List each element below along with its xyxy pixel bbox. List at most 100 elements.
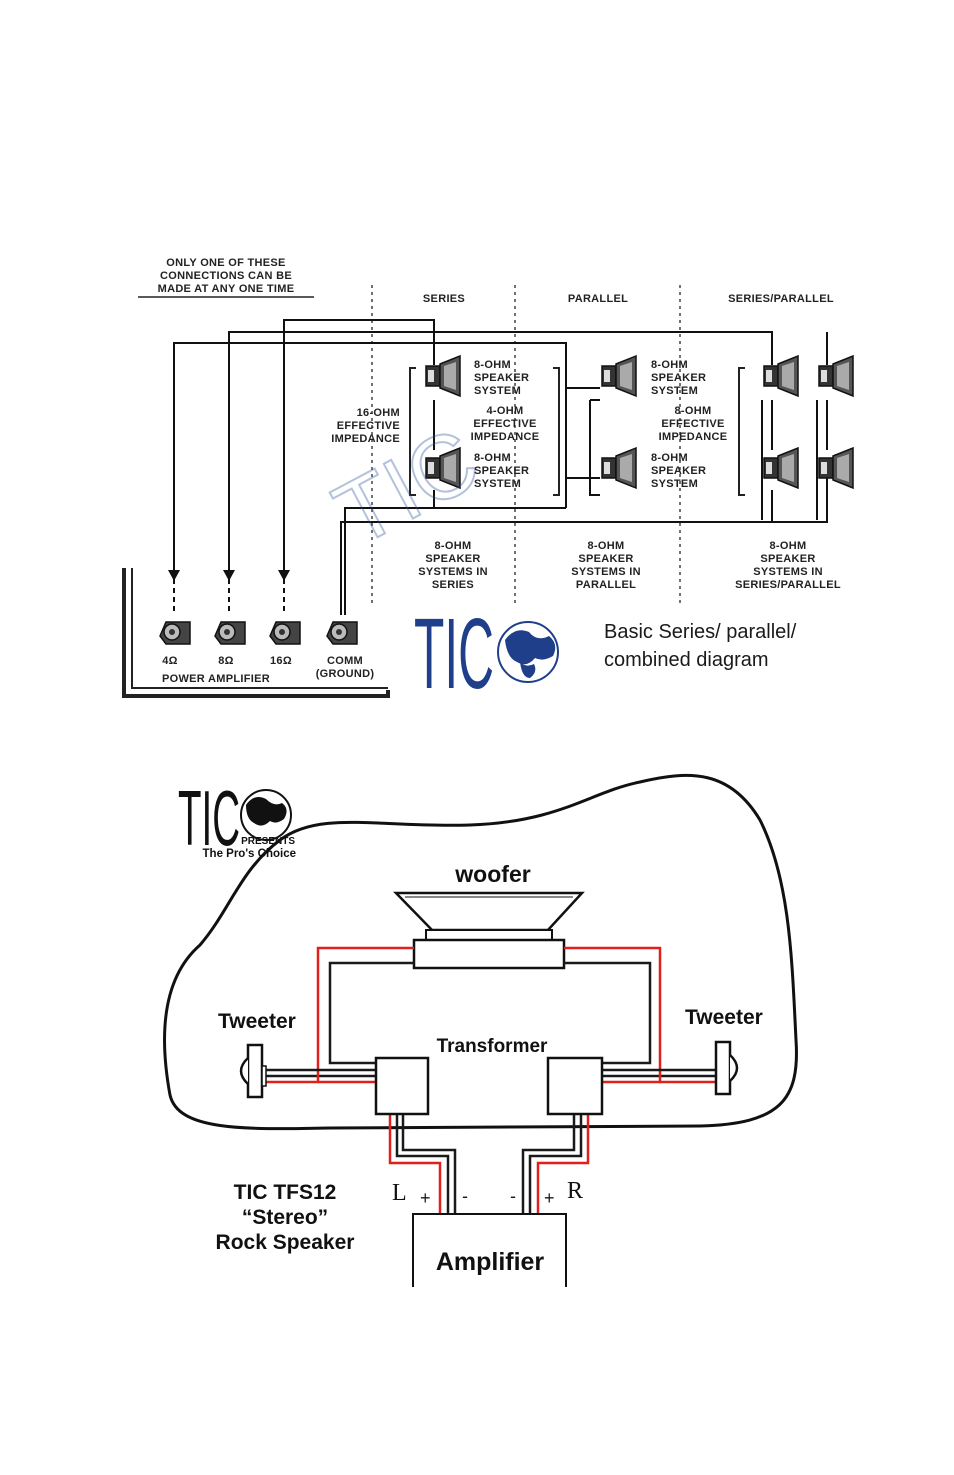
svg-text:IMPEDANCE: IMPEDANCE: [659, 431, 728, 443]
svg-text:SYSTEM: SYSTEM: [651, 478, 698, 490]
svg-text:SPEAKER: SPEAKER: [651, 465, 706, 477]
svg-text:EFFECTIVE: EFFECTIVE: [661, 418, 724, 430]
tweeter-right-label: Tweeter: [685, 1006, 763, 1029]
sp-speaker-3: [763, 447, 799, 489]
svg-text:IMPEDANCE: IMPEDANCE: [331, 433, 400, 445]
parallel-speaker-top: [601, 355, 637, 397]
bottom-diagram: TIC PRESENTS The Pro's Choice woofer: [162, 773, 798, 1287]
caption-series: 8-OHM SPEAKER SYSTEMS IN SERIES: [418, 540, 488, 591]
tagline-label: The Pro's Choice: [203, 848, 296, 860]
header-parallel: PARALLEL: [568, 293, 628, 305]
terminal-label-4: 4Ω: [162, 655, 178, 667]
svg-text:16-OHM: 16-OHM: [357, 407, 400, 419]
terminal-4: [159, 621, 191, 645]
amplifier-label: Amplifier: [436, 1248, 545, 1276]
svg-text:SERIES/PARALLEL: SERIES/PARALLEL: [735, 579, 841, 591]
svg-text:8-OHM: 8-OHM: [435, 540, 472, 552]
svg-text:SPEAKER: SPEAKER: [425, 553, 480, 565]
svg-text:8-OHM: 8-OHM: [588, 540, 625, 552]
left-channel-label: L: [392, 1180, 407, 1206]
diagram-caption-line-2: combined diagram: [604, 649, 769, 671]
svg-text:SPEAKER: SPEAKER: [474, 465, 529, 477]
brackets: [409, 367, 745, 496]
header-series: SERIES: [423, 293, 465, 305]
sp-speaker-4: [818, 447, 854, 489]
svg-text:SPEAKER: SPEAKER: [474, 372, 529, 384]
svg-text:IMPEDANCE: IMPEDANCE: [471, 431, 540, 443]
svg-text:8-OHM: 8-OHM: [675, 405, 712, 417]
amplifier: Amplifier: [412, 1213, 567, 1287]
red-wires: [264, 946, 716, 1215]
svg-text:SPEAKER: SPEAKER: [651, 372, 706, 384]
tic-logo-bottom: TIC PRESENTS The Pro's Choice: [178, 774, 296, 862]
terminal-label-16: 16Ω: [270, 655, 292, 667]
svg-text:PARALLEL: PARALLEL: [576, 579, 636, 591]
woofer: woofer: [393, 861, 585, 970]
svg-text:SYSTEMS IN: SYSTEMS IN: [571, 566, 641, 578]
transformer-right: [546, 1056, 604, 1116]
impedance-16-label: 16-OHM EFFECTIVE IMPEDANCE: [331, 407, 400, 445]
parallel-speaker-bottom: [601, 447, 637, 489]
series-speaker-top: [425, 355, 461, 397]
top-diagram: ONLY ONE OF THESE CONNECTIONS CAN BE MAD…: [122, 257, 854, 710]
section-dividers: [371, 285, 681, 605]
speaker-system-labels: 8-OHM SPEAKER SYSTEM 8-OHM SPEAKER SYSTE…: [474, 359, 706, 490]
svg-text:TIC: TIC: [178, 774, 240, 862]
right-channel-label: R: [567, 1178, 583, 1204]
impedance-8-label: 8-OHM EFFECTIVE IMPEDANCE: [659, 405, 728, 443]
impedance-4-label: 4-OHM EFFECTIVE IMPEDANCE: [471, 405, 540, 443]
diagram-caption-line-1: Basic Series/ parallel/: [604, 621, 797, 643]
svg-text:TIC TFS12: TIC TFS12: [234, 1181, 337, 1204]
svg-text:TIC: TIC: [414, 598, 494, 710]
black-wires: [264, 961, 716, 1215]
terminal-label-comm: COMM: [327, 655, 363, 667]
tweeter-left: [239, 1043, 267, 1099]
terminal-comm: [326, 621, 358, 645]
svg-text:SYSTEMS IN: SYSTEMS IN: [418, 566, 488, 578]
svg-text:SYSTEM: SYSTEM: [474, 478, 521, 490]
svg-text:SERIES: SERIES: [432, 579, 474, 591]
tweeter-right: [714, 1040, 739, 1096]
power-amplifier: 4Ω 8Ω 16Ω COMM (GROUND) POWER AMPLIFIER: [122, 568, 390, 698]
svg-text:SYSTEM: SYSTEM: [651, 385, 698, 397]
svg-text:8-OHM: 8-OHM: [474, 452, 511, 464]
note-line-2: CONNECTIONS CAN BE: [160, 270, 292, 282]
connection-note: ONLY ONE OF THESE CONNECTIONS CAN BE MAD…: [138, 257, 314, 298]
svg-text:8-OHM: 8-OHM: [474, 359, 511, 371]
rock-outline: [162, 773, 798, 1131]
left-minus: -: [462, 1186, 468, 1206]
note-line-3: MADE AT ANY ONE TIME: [158, 283, 295, 295]
terminal-8: [214, 621, 246, 645]
terminal-label-8: 8Ω: [218, 655, 234, 667]
caption-series-parallel: 8-OHM SPEAKER SYSTEMS IN SERIES/PARALLEL: [735, 540, 841, 591]
amp-wires: [173, 319, 828, 615]
terminal-arrows: [168, 570, 290, 615]
transformer-left: [374, 1056, 430, 1116]
svg-text:Rock Speaker: Rock Speaker: [216, 1231, 355, 1254]
svg-text:EFFECTIVE: EFFECTIVE: [473, 418, 536, 430]
terminal-label-ground: (GROUND): [316, 668, 375, 680]
svg-text:SPEAKER: SPEAKER: [760, 553, 815, 565]
terminal-16: [269, 621, 301, 645]
svg-text:SYSTEM: SYSTEM: [474, 385, 521, 397]
tic-logo-top: TIC: [414, 598, 559, 710]
sp-speaker-2: [818, 355, 854, 397]
svg-text:8-OHM: 8-OHM: [651, 452, 688, 464]
svg-text:4-OHM: 4-OHM: [487, 405, 524, 417]
right-plus: +: [544, 1188, 555, 1208]
svg-text:8-OHM: 8-OHM: [770, 540, 807, 552]
svg-text:SYSTEMS IN: SYSTEMS IN: [753, 566, 823, 578]
note-line-1: ONLY ONE OF THESE: [166, 257, 285, 269]
svg-text:SPEAKER: SPEAKER: [578, 553, 633, 565]
presents-label: PRESENTS: [241, 836, 295, 847]
sp-speaker-1: [763, 355, 799, 397]
header-series-parallel: SERIES/PARALLEL: [728, 293, 834, 305]
product-label: TIC TFS12 “Stereo” Rock Speaker: [216, 1181, 355, 1254]
power-amplifier-label: POWER AMPLIFIER: [162, 673, 270, 685]
woofer-label: woofer: [454, 861, 530, 887]
transformer-label: Transformer: [437, 1036, 548, 1057]
svg-text:“Stereo”: “Stereo”: [242, 1206, 328, 1229]
svg-text:8-OHM: 8-OHM: [651, 359, 688, 371]
svg-text:EFFECTIVE: EFFECTIVE: [337, 420, 400, 432]
